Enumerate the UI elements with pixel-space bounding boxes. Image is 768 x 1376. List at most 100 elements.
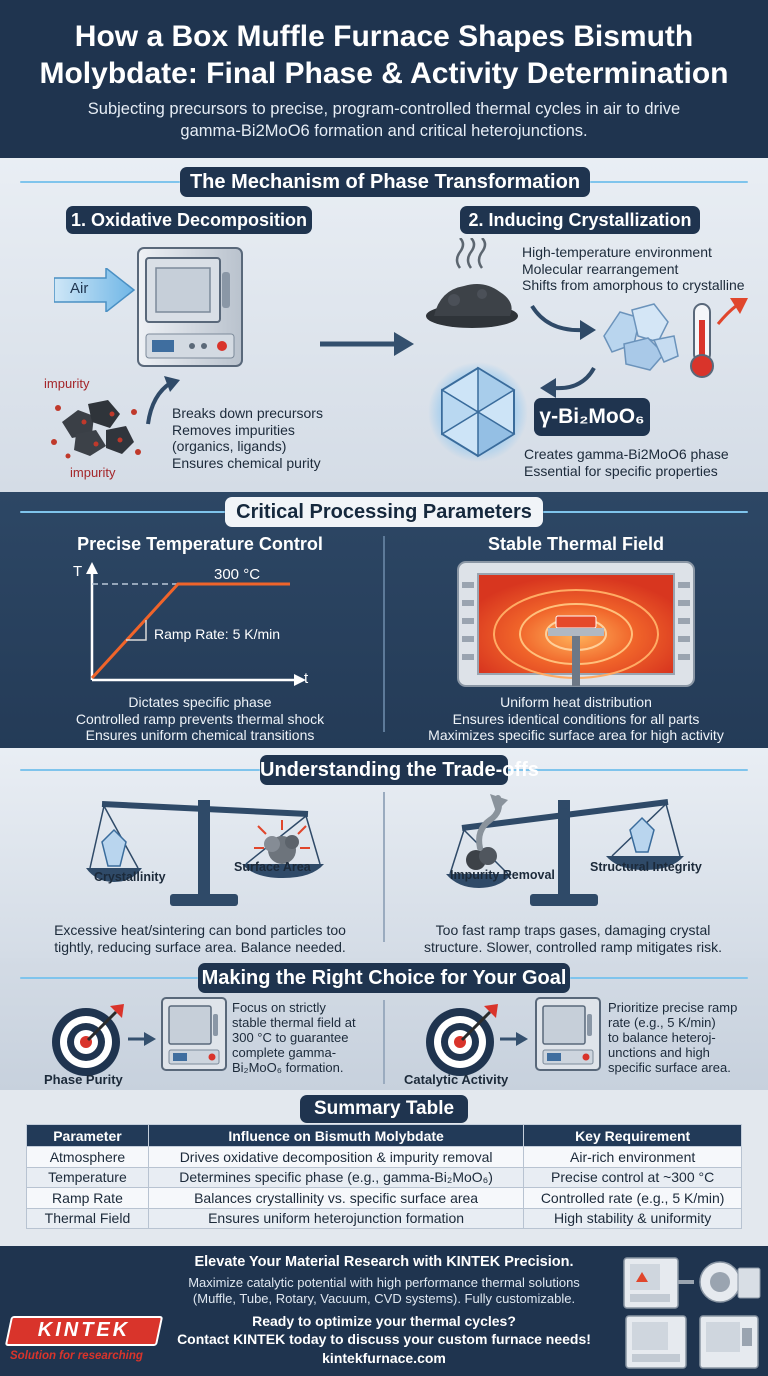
table-cell: Precise control at ~300 °C <box>523 1166 742 1188</box>
table-cell: Air-rich environment <box>523 1146 742 1168</box>
table-cell: High stability & uniformity <box>523 1207 742 1229</box>
summary-table-wrap: Parameter Influence on Bismuth Molybdate… <box>26 1124 742 1229</box>
footer-website-link[interactable]: kintekfurnace.com <box>322 1350 446 1366</box>
temperature-control-points: Dictates specific phase Controlled ramp … <box>40 694 360 744</box>
tradeoff-right-text: Too fast ramp traps gases, damaging crys… <box>398 922 748 956</box>
temperature-point: Dictates specific phase <box>128 694 272 710</box>
footer-cta-line: Contact KINTEK today to discuss your cus… <box>177 1331 591 1347</box>
footer-cta-line: Ready to optimize your thermal cycles? <box>252 1313 516 1329</box>
tradeoffs-title: Understanding the Trade-offs <box>260 755 539 785</box>
impurity-removal-label: Impurity Removal <box>450 868 555 882</box>
impurity-particles-icon <box>51 400 141 459</box>
target-temperature-label: 300 °C <box>214 566 261 583</box>
tradeoff-left-line: tightly, reducing surface area. Balance … <box>54 939 346 955</box>
table-row: Temperature Determines specific phase (e… <box>26 1166 742 1188</box>
step2-point: Shifts from amorphous to crystalline <box>522 277 745 293</box>
furnace-products-icon <box>623 1257 761 1369</box>
tradeoff-right-line: structure. Slower, controlled ramp mitig… <box>424 939 722 955</box>
page-title: How a Box Muffle Furnace Shapes Bismuth … <box>10 18 758 92</box>
impurity-label-bottom: impurity <box>70 465 116 480</box>
mechanism-divider-right <box>590 181 748 183</box>
impurity-label-top: impurity <box>44 376 90 391</box>
axis-time-label: t <box>304 670 309 687</box>
step1-point: Breaks down precursors <box>172 405 323 421</box>
table-cell: Thermal Field <box>26 1207 149 1229</box>
phase-purity-line: complete gamma- <box>232 1045 337 1060</box>
table-header-cell: Influence on Bismuth Molybdate <box>147 1124 525 1147</box>
balance-scale-right-icon <box>446 794 684 906</box>
catalytic-activity-line: specific surface area. <box>608 1060 731 1075</box>
catalytic-activity-line: rate (e.g., 5 K/min) <box>608 1015 716 1030</box>
curved-arrow-up-icon <box>146 376 180 425</box>
heat-waves-icon <box>455 238 487 269</box>
tradeoff-left-line: Excessive heat/sintering can bond partic… <box>54 922 346 938</box>
ramp-rate-label: Ramp Rate: 5 K/min <box>154 626 281 642</box>
footer-cta: Ready to optimize your thermal cycles? C… <box>160 1312 608 1348</box>
phase-purity-line: Bi₂MoO₆ formation. <box>232 1060 344 1075</box>
catalytic-activity-line: to balance heteroj- <box>608 1030 716 1045</box>
table-cell: Ensures uniform heterojunction formation <box>147 1207 525 1229</box>
step1-points: Breaks down precursors Removes impuritie… <box>172 405 323 471</box>
product-point: Creates gamma-Bi2MoO6 phase <box>524 446 729 462</box>
thermal-field-point: Maximizes specific surface area for high… <box>428 727 724 743</box>
table-row: Thermal Field Ensures uniform heterojunc… <box>26 1207 742 1229</box>
subtitle-line-1: Subjecting precursors to precise, progra… <box>87 100 681 118</box>
product-points: Creates gamma-Bi2MoO6 phase Essential fo… <box>524 446 729 479</box>
footer-headline: Elevate Your Material Research with KINT… <box>194 1254 574 1270</box>
footer-description: Maximize catalytic potential with high p… <box>160 1275 608 1307</box>
step1-point: Ensures chemical purity <box>172 454 321 471</box>
kintek-logo-text: KINTEK <box>37 1319 131 1341</box>
target-icon <box>426 1004 498 1076</box>
footer-description-line: Maximize catalytic potential with high p… <box>188 1275 580 1290</box>
amorphous-powder-icon <box>426 284 518 328</box>
tradeoffs-divider-right <box>508 769 748 771</box>
parameters-divider-left <box>20 511 225 513</box>
table-header-cell: Parameter <box>26 1124 149 1147</box>
air-label: Air <box>70 280 89 297</box>
temperature-point: Controlled ramp prevents thermal shock <box>75 710 325 727</box>
title-line-2: Molybdate: Final Phase & Activity Determ… <box>39 57 729 90</box>
table-row: Atmosphere Drives oxidative decompositio… <box>26 1146 742 1168</box>
arrow-right-icon <box>500 1032 528 1046</box>
thermal-field-point: Uniform heat distribution <box>500 694 652 710</box>
curved-arrow-left-icon <box>540 366 596 398</box>
phase-purity-text: Focus on strictly stable thermal field a… <box>232 1000 356 1075</box>
thermometer-icon <box>690 298 748 378</box>
parameters-column-divider <box>383 536 385 732</box>
summary-title: Summary Table <box>300 1095 468 1123</box>
phase-purity-line: Focus on strictly <box>232 1000 326 1015</box>
step1-point: Removes impurities <box>172 421 295 438</box>
choice-divider-right <box>570 977 748 979</box>
table-cell: Balances crystallinity vs. specific surf… <box>147 1187 525 1209</box>
crystallinity-label: Crystallinity <box>94 870 166 884</box>
tradeoffs-divider-left <box>20 769 260 771</box>
table-cell: Temperature <box>26 1166 149 1188</box>
surface-area-label: Surface Area <box>234 860 311 874</box>
choice-column-divider <box>383 1000 385 1084</box>
axis-temperature-label: T <box>73 563 83 580</box>
catalytic-activity-text: Prioritize precise ramp rate (e.g., 5 K/… <box>608 1000 737 1075</box>
header-banner <box>0 0 768 158</box>
catalytic-activity-label: Catalytic Activity <box>404 1072 509 1087</box>
catalytic-activity-line: Prioritize precise ramp <box>608 1000 738 1015</box>
temperature-point: Ensures uniform chemical transitions <box>85 727 315 743</box>
parameters-title: Critical Processing Parameters <box>225 497 543 527</box>
kintek-tagline: Solution for researching <box>10 1350 143 1362</box>
tradeoff-right-line: Too fast ramp traps gases, damaging crys… <box>435 922 711 938</box>
summary-table: Parameter Influence on Bismuth Molybdate… <box>26 1124 742 1229</box>
target-icon <box>52 1004 124 1076</box>
process-arrow-icon <box>320 332 414 356</box>
parameters-divider-right <box>543 511 748 513</box>
subtitle-line-2: gamma-Bi2MoO6 formation and critical het… <box>180 122 588 140</box>
muffle-furnace-icon <box>137 247 243 367</box>
gamma-crystal-icon <box>428 362 528 462</box>
mechanism-divider-left <box>20 181 180 183</box>
phase-purity-line: 300 °C to guarantee <box>232 1030 349 1045</box>
product-point: Essential for specific properties <box>524 462 718 479</box>
step2-point: Molecular rearrangement <box>522 260 679 277</box>
balance-scale-left-icon <box>86 800 324 906</box>
table-cell: Atmosphere <box>26 1146 149 1168</box>
gamma-phase-badge: γ-Bi₂MoO₆ <box>534 398 650 436</box>
table-cell: Controlled rate (e.g., 5 K/min) <box>523 1187 742 1209</box>
table-cell: Ramp Rate <box>26 1187 149 1209</box>
